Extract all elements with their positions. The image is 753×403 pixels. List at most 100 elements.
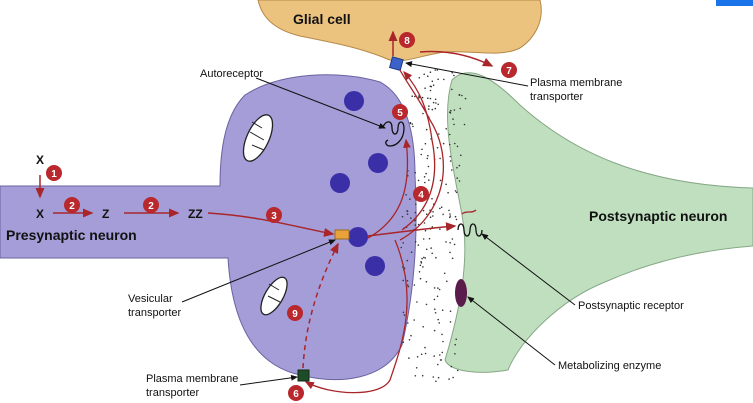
cleft-dot xyxy=(425,303,428,306)
cleft-dot xyxy=(434,107,437,110)
cleft-dot xyxy=(439,207,441,210)
cleft-dot xyxy=(453,243,456,246)
cleft-dot xyxy=(456,145,459,148)
cleft-dot xyxy=(427,154,429,157)
cleft-dot xyxy=(408,339,411,341)
cleft-dot xyxy=(449,215,452,217)
svg-text:7: 7 xyxy=(506,66,512,77)
cleft-dot xyxy=(425,172,427,175)
cleft-dot xyxy=(448,378,450,380)
synaptic-cleft-dots xyxy=(400,69,467,383)
cleft-dot xyxy=(428,179,430,181)
cleft-dot xyxy=(449,321,452,323)
step-badge-7: 7 xyxy=(501,62,517,78)
cleft-dot xyxy=(436,295,439,298)
cleft-dot xyxy=(435,380,437,383)
chem-z: Z xyxy=(102,207,109,221)
cleft-dot xyxy=(438,288,441,291)
cleft-dot xyxy=(407,285,410,288)
cleft-dot xyxy=(423,176,426,178)
pathway-arrow-to-autoreceptor xyxy=(367,138,411,239)
svg-text:2: 2 xyxy=(148,201,154,212)
vesicle xyxy=(344,91,364,111)
vesicular-transporter-label-1: Vesicular xyxy=(128,293,173,305)
cleft-dot xyxy=(458,164,461,167)
cleft-dot xyxy=(423,73,426,76)
cleft-dot xyxy=(453,123,455,126)
cleft-dot xyxy=(434,98,437,101)
cleft-dot xyxy=(411,95,414,97)
cleft-dot xyxy=(434,308,436,311)
cleft-dot xyxy=(406,284,409,286)
leader-plasma-transporter-bottom xyxy=(239,374,298,386)
cleft-dot xyxy=(423,222,426,224)
postsynaptic-receptor-label: Postsynaptic receptor xyxy=(578,300,684,312)
svg-text:4: 4 xyxy=(418,190,424,201)
cleft-dot xyxy=(427,75,429,77)
cleft-dot xyxy=(415,367,418,369)
cleft-dot xyxy=(434,312,437,314)
cleft-dot xyxy=(439,228,441,230)
cleft-dot xyxy=(407,322,409,324)
cleft-dot xyxy=(405,194,407,196)
cleft-dot xyxy=(432,84,435,86)
step-badge-6: 6 xyxy=(288,385,304,401)
cleft-dot xyxy=(454,142,456,145)
receptor-signal-mark xyxy=(461,209,477,215)
cleft-dot xyxy=(455,218,458,221)
cleft-dot xyxy=(434,69,437,71)
mitochondrion-top xyxy=(242,114,274,162)
cleft-dot xyxy=(439,179,442,182)
cleft-dot xyxy=(418,97,420,99)
cleft-dot xyxy=(438,133,440,135)
cleft-dot xyxy=(464,97,467,100)
cleft-dot xyxy=(409,198,411,200)
cleft-dot xyxy=(454,353,456,355)
cleft-dot xyxy=(448,209,450,212)
cleft-dot xyxy=(416,356,419,358)
cleft-dot xyxy=(414,241,417,243)
glial-cell-label: Glial cell xyxy=(293,11,351,27)
chem-zz: ZZ xyxy=(188,207,203,221)
cleft-dot xyxy=(414,224,417,226)
cleft-dot xyxy=(448,133,451,136)
cleft-dot xyxy=(428,237,431,240)
cleft-dot xyxy=(445,183,447,186)
pathway-arrow-repackaging xyxy=(302,242,339,369)
plasma-membrane-transporter-bottom-label-1: Plasma membrane xyxy=(146,373,238,385)
cleft-dot xyxy=(406,280,409,282)
cleft-dot xyxy=(413,319,416,321)
vesicle xyxy=(365,256,385,276)
cleft-dot xyxy=(440,359,443,361)
cleft-dot xyxy=(437,376,440,379)
cleft-dot xyxy=(441,309,444,312)
presynaptic-neuron-label: Presynaptic neuron xyxy=(6,227,137,243)
svg-text:3: 3 xyxy=(271,211,277,222)
chem-x-mid: X xyxy=(36,207,44,221)
cleft-dot xyxy=(402,279,405,282)
cleft-dot xyxy=(451,238,454,240)
pathway-arrow-diffuse-away xyxy=(419,50,494,67)
vesicular-transporter-shape xyxy=(334,229,350,240)
cleft-dot xyxy=(425,248,428,251)
cleft-dot xyxy=(418,271,421,273)
cleft-dot xyxy=(425,213,428,215)
plasma-membrane-transporter-top-label-1: Plasma membrane xyxy=(530,77,622,89)
cleft-dot xyxy=(450,109,452,112)
cleft-dot xyxy=(420,353,423,356)
leader-plasma-transporter-top xyxy=(405,61,529,87)
cleft-dot xyxy=(449,310,452,313)
cleft-dot xyxy=(411,123,414,125)
cleft-dot xyxy=(458,93,461,96)
cleft-dot xyxy=(437,287,439,289)
step-badge-5: 5 xyxy=(392,104,408,120)
autoreceptor-shape xyxy=(382,121,405,147)
cleft-dot xyxy=(406,210,409,212)
vesicle xyxy=(348,227,368,247)
cleft-dot xyxy=(445,241,447,243)
cleft-dot xyxy=(427,165,430,168)
cleft-dot xyxy=(441,333,443,336)
vesicle xyxy=(368,153,388,173)
cleft-dot xyxy=(449,251,451,254)
cleft-dot xyxy=(431,197,433,200)
